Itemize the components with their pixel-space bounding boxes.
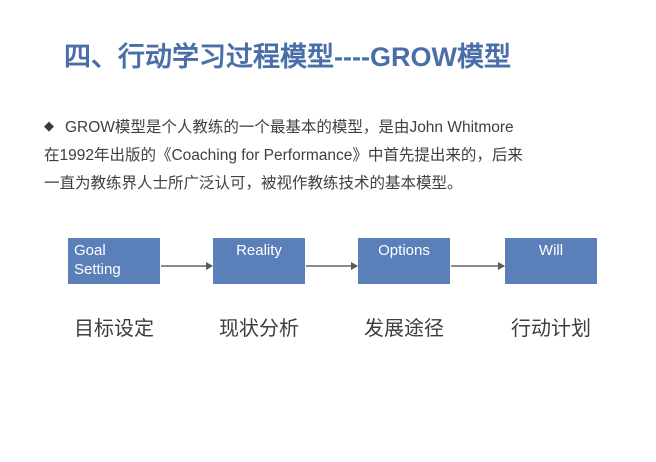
process-box-options[interactable]: Options (358, 238, 450, 284)
arrow-shaft (161, 265, 212, 267)
body-line-1-text: GROW模型是个人教练的一个最基本的模型，是由John Whitmore (65, 119, 514, 136)
diamond-bullet-icon: ◆ (44, 118, 54, 133)
page-title: 四、行动学习过程模型----GROW模型 (64, 42, 511, 72)
arrow-head-icon (498, 262, 505, 270)
process-box-options-label: Options (378, 242, 430, 259)
arrow-goal-to-reality (161, 262, 213, 270)
caption-goal: 目标设定 (74, 318, 154, 340)
arrow-shaft (451, 265, 504, 267)
body-line-2: 在1992年出版的《Coaching for Performance》中首先提出… (44, 147, 523, 164)
arrow-head-icon (206, 262, 213, 270)
process-box-goal[interactable]: Goal Setting (68, 238, 160, 284)
caption-will: 行动计划 (511, 318, 591, 340)
caption-reality: 现状分析 (219, 318, 299, 340)
caption-options: 发展途径 (364, 318, 444, 340)
arrow-shaft (306, 265, 357, 267)
process-box-goal-label-line1: Goal (74, 242, 106, 259)
body-paragraph: ◆ GROW模型是个人教练的一个最基本的模型，是由John Whitmore 在1… (44, 112, 624, 198)
process-box-will-label: Will (538, 242, 564, 259)
body-line-1: ◆ GROW模型是个人教练的一个最基本的模型，是由John Whitmore (44, 112, 624, 142)
arrow-options-to-will (451, 262, 505, 270)
process-box-will[interactable]: Will (505, 238, 597, 284)
arrow-head-icon (351, 262, 358, 270)
process-box-reality[interactable]: Reality (213, 238, 305, 284)
process-box-goal-label-line2: Setting (74, 261, 121, 278)
arrow-reality-to-options (306, 262, 358, 270)
process-box-reality-label: Reality (236, 242, 282, 259)
body-line-3: 一直为教练界人士所广泛认可，被视作教练技术的基本模型。 (44, 175, 463, 192)
